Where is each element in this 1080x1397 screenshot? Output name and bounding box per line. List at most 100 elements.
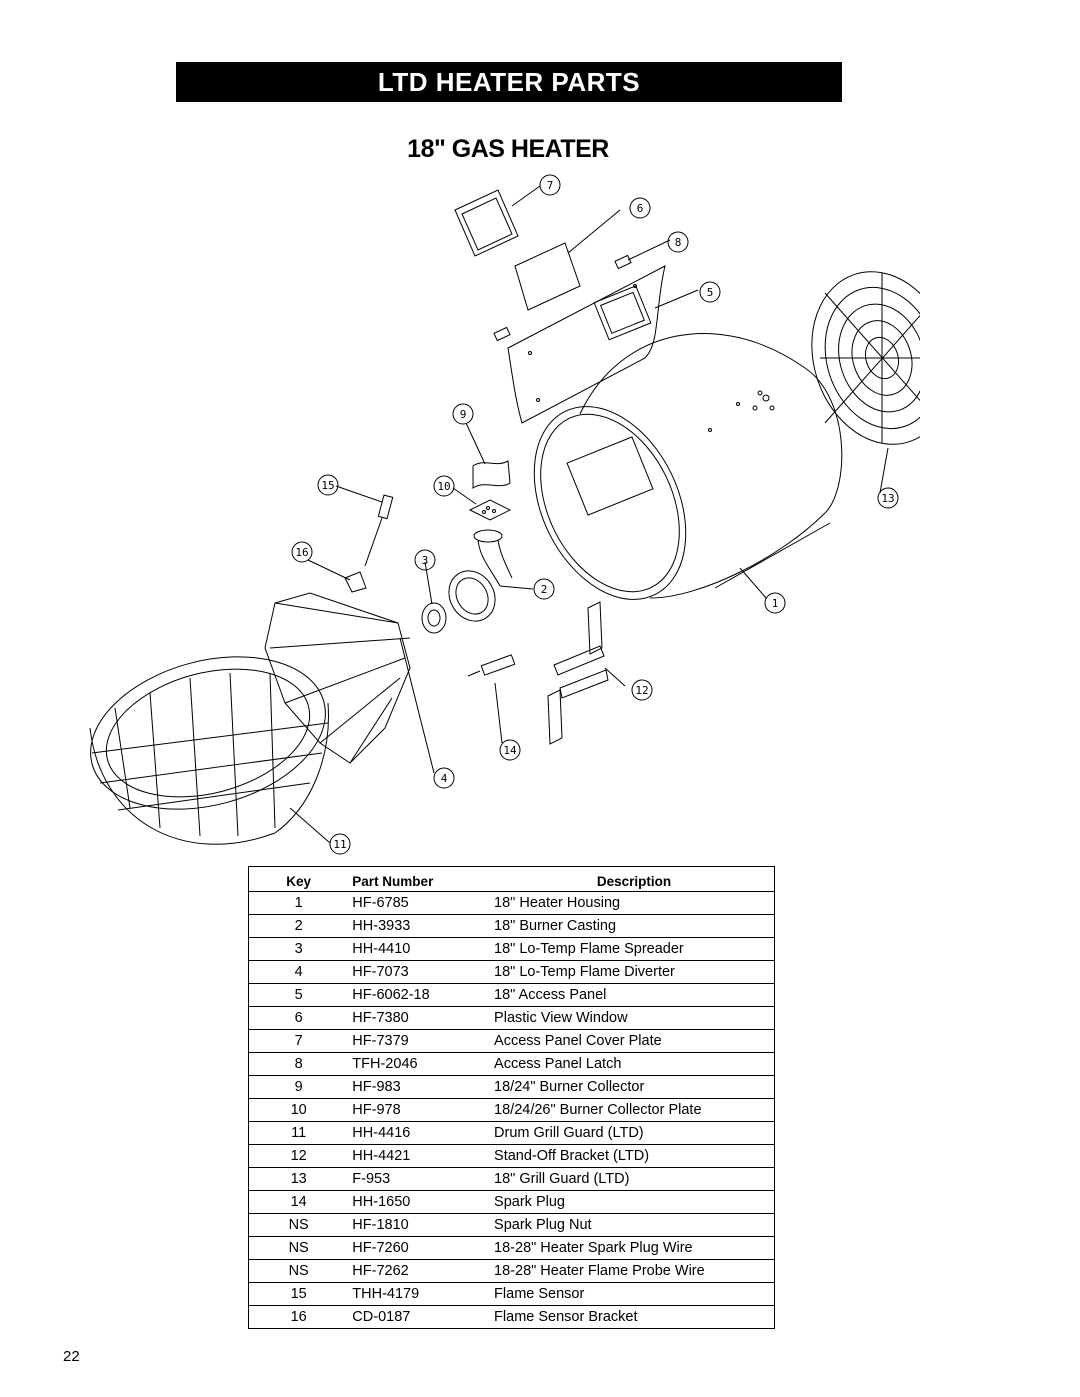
callout-12: 12 [631, 679, 653, 701]
part-number-cell: HF-7262 [348, 1259, 493, 1283]
part-key-cell: 2 [248, 914, 349, 938]
part-number-cell: HF-7260 [348, 1236, 493, 1260]
part-number-cell: HF-983 [348, 1075, 493, 1099]
part-number-cell: HF-6062-18 [348, 983, 493, 1007]
part-number-cell: HF-7380 [348, 1006, 493, 1030]
part-number-cell: HF-1810 [348, 1213, 493, 1237]
part-key-cell: NS [248, 1213, 349, 1237]
part-key-cell: 9 [248, 1075, 349, 1099]
part-number-cell: HH-3933 [348, 914, 493, 938]
part-description-cell: Flame Sensor Bracket [492, 1305, 775, 1329]
spark-plug-drawing [467, 654, 516, 677]
column-header-description: Description [596, 874, 672, 889]
part-number-cell: TFH-2046 [348, 1052, 493, 1076]
svg-text:12: 12 [635, 684, 648, 697]
table-header-row: Key Part Number Description [249, 867, 775, 892]
exploded-parts-diagram: 1 2 3 4 5 6 7 8 9 10 11 12 13 14 15 16 [89, 174, 920, 855]
part-key-cell: 8 [248, 1052, 349, 1076]
svg-text:16: 16 [295, 546, 308, 559]
part-description-cell: 18" Lo-Temp Flame Spreader [492, 937, 775, 961]
svg-text:4: 4 [441, 772, 448, 785]
callout-markers: 1 2 3 4 5 6 7 8 9 10 11 12 13 14 15 16 [291, 174, 899, 855]
part-key-cell: 12 [248, 1144, 349, 1168]
flame-spreader-drawing [421, 602, 447, 634]
part-description-cell: 18" Heater Housing [492, 891, 775, 915]
part-number-cell: HF-6785 [348, 891, 493, 915]
section-title-banner: LTD HEATER PARTS [176, 62, 842, 102]
part-number-cell: HH-1650 [348, 1190, 493, 1214]
part-key-cell: 5 [248, 983, 349, 1007]
page-subtitle: 18" GAS HEATER [407, 135, 609, 163]
svg-text:7: 7 [547, 179, 554, 192]
callout-3: 3 [414, 549, 436, 571]
part-number-cell: HH-4416 [348, 1121, 493, 1145]
column-header-part-number: Part Number [352, 874, 434, 889]
column-header-key: Key [286, 874, 312, 889]
svg-text:11: 11 [333, 838, 346, 851]
svg-text:14: 14 [503, 744, 517, 757]
page-number: 22 [63, 1348, 80, 1365]
callout-11: 11 [329, 833, 351, 855]
cover-plate-drawing [454, 189, 519, 257]
part-description-cell: Drum Grill Guard (LTD) [492, 1121, 775, 1145]
part-description-cell: Plastic View Window [492, 1006, 775, 1030]
part-key-cell: 16 [248, 1305, 349, 1329]
part-key-cell: 13 [248, 1167, 349, 1191]
part-description-cell: 18" Access Panel [492, 983, 775, 1007]
callout-16: 16 [291, 541, 313, 563]
part-description-cell: 18-28" Heater Spark Plug Wire [492, 1236, 775, 1260]
part-description-cell: Flame Sensor [492, 1282, 775, 1306]
part-number-cell: HH-4410 [348, 937, 493, 961]
part-description-cell: 18" Burner Casting [492, 914, 775, 938]
part-description-cell: 18/24" Burner Collector [492, 1075, 775, 1099]
part-key-cell: 1 [248, 891, 349, 915]
part-number-cell: CD-0187 [348, 1305, 493, 1329]
part-number-cell: HH-4421 [348, 1144, 493, 1168]
heater-housing-drawing [533, 332, 843, 600]
callout-2: 2 [533, 578, 555, 600]
svg-text:9: 9 [460, 408, 467, 421]
latch-drawing [493, 254, 632, 342]
part-description-cell: Access Panel Cover Plate [492, 1029, 775, 1053]
callout-7: 7 [539, 174, 561, 196]
callout-13: 13 [877, 487, 899, 509]
standoff-bracket-drawing [547, 601, 609, 745]
part-key-cell: 7 [248, 1029, 349, 1053]
part-number-cell: F-953 [348, 1167, 493, 1191]
svg-text:10: 10 [437, 480, 450, 493]
view-window-drawing [514, 242, 581, 311]
part-key-cell: 4 [248, 960, 349, 984]
svg-text:2: 2 [541, 583, 548, 596]
svg-text:15: 15 [321, 479, 334, 492]
svg-text:6: 6 [637, 202, 644, 215]
part-key-cell: 6 [248, 1006, 349, 1030]
part-key-cell: NS [248, 1236, 349, 1260]
flame-diverter-drawing [264, 592, 411, 764]
callout-8: 8 [667, 231, 689, 253]
part-description-cell: Spark Plug Nut [492, 1213, 775, 1237]
part-number-cell: THH-4179 [348, 1282, 493, 1306]
part-number-cell: HF-978 [348, 1098, 493, 1122]
callout-14: 14 [499, 739, 521, 761]
svg-text:3: 3 [422, 554, 429, 567]
part-number-cell: HF-7379 [348, 1029, 493, 1053]
part-description-cell: 18-28" Heater Flame Probe Wire [492, 1259, 775, 1283]
svg-text:1: 1 [772, 597, 779, 610]
svg-text:5: 5 [707, 286, 714, 299]
